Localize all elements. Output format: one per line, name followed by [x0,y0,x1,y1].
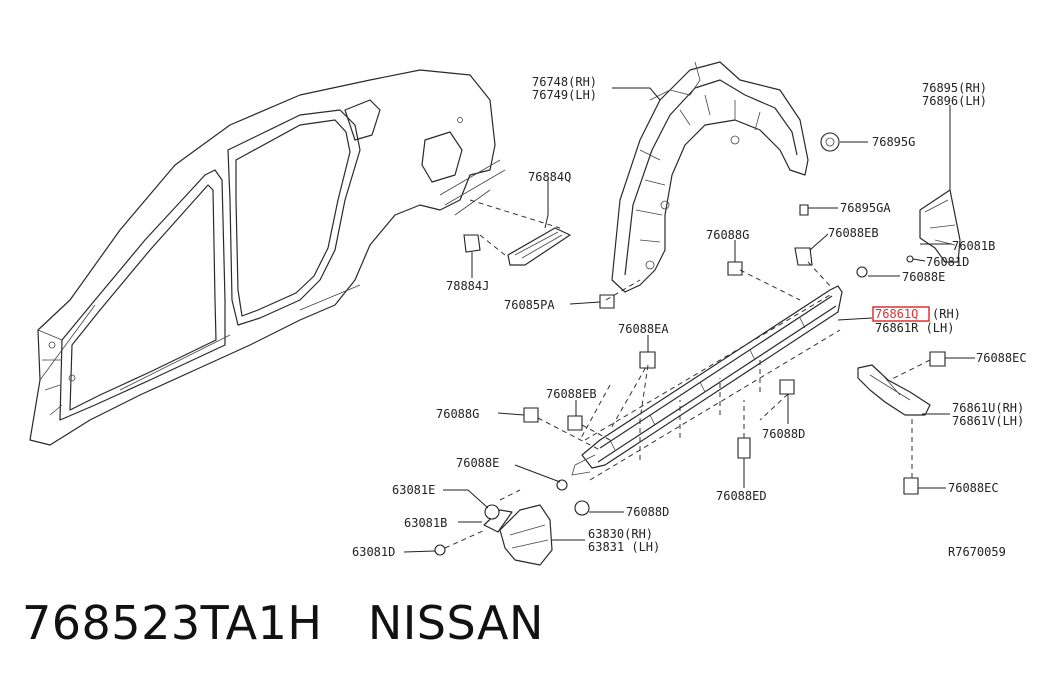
label-76896: 76896(LH) [922,94,987,108]
label-76749: 76749(LH) [532,88,597,102]
mud-guard-front [919,189,961,263]
label-76088e-low: 76088E [456,456,499,470]
clip-76088ed [737,437,751,459]
clip-76088eb-top [794,247,813,266]
label-76088e-top: 76088E [902,270,945,284]
label-76085pa: 76085PA [504,298,555,312]
label-76861q-code: 76861Q [875,307,918,321]
clip-76088eb-mid [567,415,583,431]
label-76088eb-top: 76088EB [828,226,879,240]
label-76081d: 76081D [926,255,969,269]
screw-76088e-top [856,266,868,278]
screw-76081d [906,255,914,263]
clip-76088d-low [574,500,590,516]
label-76088g-mid: 76088G [436,407,479,421]
label-76748: 76748(RH) [532,75,597,89]
screw-63081d [434,544,446,556]
part-labels: 76748(RH) 76749(LH) 76895(RH) 76896(LH) … [352,75,1027,559]
clip-76088ea [639,351,656,369]
body-side-panel [29,69,506,446]
caption-brand: NISSAN [367,596,544,650]
label-78884j: 78884J [446,279,489,293]
label-76895: 76895(RH) [922,81,987,95]
caption-part-number: 768523TA1H [22,596,323,650]
grommet-76895g [820,132,840,152]
clip-76884q-part [507,227,571,266]
label-76088ed: 76088ED [716,489,767,503]
label-76088d-low: 76088D [626,505,669,519]
fasteners [434,132,946,556]
clip-76085pa [599,294,615,309]
screw-63081e [484,504,500,520]
label-76088d-right: 76088D [762,427,805,441]
clip-76088g-mid [523,407,539,423]
label-76088ea: 76088EA [618,322,669,336]
diagram-id: R7670059 [948,545,1006,559]
label-76895g: 76895G [872,135,915,149]
label-76861v: 76861V(LH) [952,414,1024,428]
label-63081e: 63081E [392,483,435,497]
label-76861q-side: (RH) [932,307,961,321]
clip-76088d-right [779,379,795,395]
label-76884q: 76884Q [528,170,571,184]
label-63830: 63830(RH) [588,527,653,541]
label-63831: 63831 (LH) [588,540,660,554]
label-63081b: 63081B [404,516,447,530]
side-sill-moulding [571,285,843,476]
sill-projection-lines [579,294,841,481]
label-63081d: 63081D [352,545,395,559]
label-76081b: 76081B [952,239,995,253]
leader-lines [403,87,975,553]
clip-78884j [463,234,481,253]
label-76088eb-mid: 76088EB [546,387,597,401]
highlight-box [872,306,930,322]
screw-76895ga [799,204,809,216]
screw-76088e-low [556,479,568,491]
label-76088g-top: 76088G [706,228,749,242]
caption: 768523TA1H NISSAN [22,596,544,650]
clip-76088ec-low [903,477,919,495]
label-76088ec-top: 76088EC [976,351,1027,365]
fender-protector [611,61,809,293]
label-76861r: 76861R (LH) [875,321,954,335]
label-76895ga: 76895GA [840,201,891,215]
sill-end-bracket [857,364,931,416]
clip-76088g-top [727,261,743,276]
label-76861u: 76861U(RH) [952,401,1024,415]
label-76088ec-low: 76088EC [948,481,999,495]
assembly-guides [444,199,931,549]
clip-76088ec-top [929,351,946,367]
